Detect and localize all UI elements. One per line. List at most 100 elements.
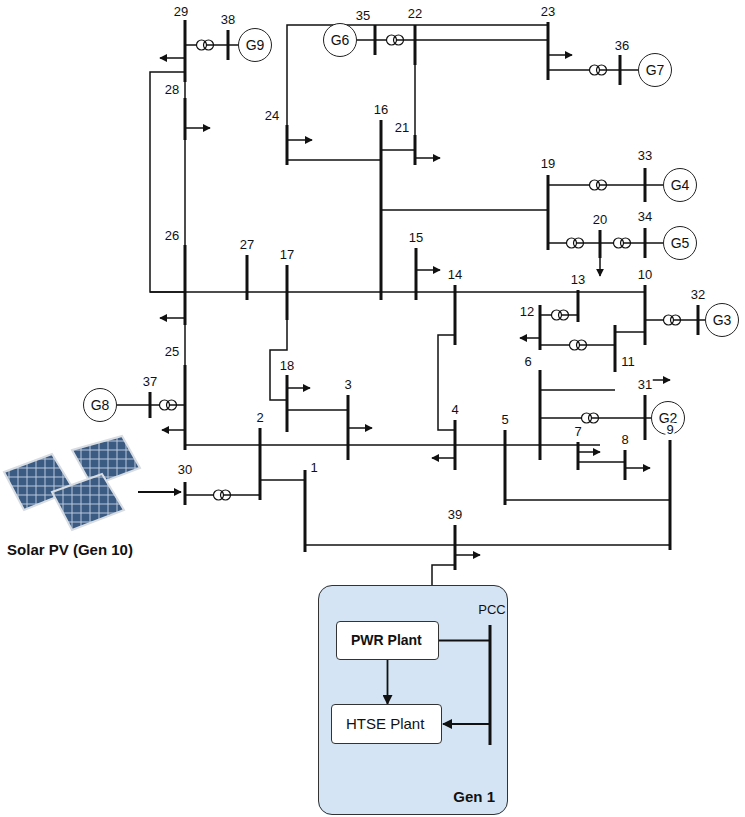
bus-number: 14 (447, 268, 463, 283)
load-arrow (348, 427, 372, 429)
bus-number: 26 (164, 229, 180, 244)
bus-number: 28 (164, 83, 180, 98)
load-arrow (578, 451, 600, 453)
transformer-symbol (387, 35, 404, 45)
solar-feed-arrow (138, 491, 181, 493)
line (117, 404, 185, 406)
bus-number: 27 (239, 238, 255, 253)
bus-number: 37 (142, 375, 158, 390)
line (184, 140, 186, 245)
bus-number: 21 (394, 121, 410, 136)
bus-number: 7 (573, 425, 582, 440)
load-arrow (520, 337, 540, 339)
transformer-symbol (567, 238, 584, 248)
line (578, 461, 625, 463)
bus-number: 39 (447, 508, 463, 523)
line (150, 291, 645, 293)
plant-area-fill (318, 585, 508, 815)
bus-bar (624, 450, 627, 480)
line (150, 72, 185, 292)
bus-bar (454, 525, 457, 570)
bus-bar (454, 285, 457, 345)
gen-circle: G5 (663, 226, 697, 260)
bus-number: 24 (264, 109, 280, 124)
bus-number: 16 (373, 103, 389, 118)
bus-number: 38 (220, 13, 236, 28)
line (540, 417, 651, 419)
plant-box: PWR Plant (336, 621, 439, 660)
bus-bar (286, 125, 289, 165)
gen-circle: G6 (323, 23, 357, 57)
load-arrow (432, 457, 455, 459)
flow-arrow (439, 641, 490, 725)
load-arrow (455, 554, 480, 556)
transformer-symbol (664, 315, 681, 325)
bus-bar (539, 370, 542, 460)
line (415, 39, 548, 41)
node-label: G7 (646, 62, 665, 79)
bus-number: 13 (570, 273, 586, 288)
bus-bar (539, 305, 542, 350)
bus-number: 1 (309, 461, 318, 476)
line (505, 499, 670, 501)
node-label: G6 (331, 32, 350, 49)
bus-number: 6 (523, 355, 532, 370)
transformers (160, 35, 681, 500)
bus-number: 11 (620, 355, 636, 370)
line (185, 44, 238, 46)
bus-bars (150, 20, 698, 745)
node-label: G5 (671, 235, 690, 252)
bus-bar (547, 22, 550, 80)
node-label: G4 (671, 177, 690, 194)
bus-number: 3 (343, 378, 352, 393)
bus-bar (304, 470, 307, 552)
load-arrow (625, 467, 650, 469)
bus-number: 9 (665, 423, 674, 438)
line (184, 325, 186, 365)
bus-number: 23 (540, 5, 556, 20)
bus-number: 8 (620, 433, 629, 448)
bus-bar (286, 375, 289, 432)
bus-bar (246, 255, 249, 300)
transformer-symbol (552, 310, 569, 320)
bus-number: 19 (540, 157, 556, 172)
node-label: Gen 1 (453, 788, 495, 806)
line (540, 389, 615, 391)
bus-bar (504, 430, 507, 505)
line (414, 65, 416, 135)
load-arrow (599, 258, 601, 276)
load-arrow (160, 317, 185, 319)
transformer-symbol (590, 180, 607, 190)
load-arrow (160, 57, 185, 59)
solar-panel (72, 436, 140, 486)
plant-box: HTSE Plant (331, 704, 442, 744)
load-arrow (287, 387, 310, 389)
node-label: HTSE Plant (346, 715, 424, 732)
bus-number: 35 (355, 9, 371, 24)
line (287, 409, 348, 411)
gen-circle: G8 (83, 388, 117, 422)
solar-panel-picture (4, 436, 140, 530)
transformer-symbol (590, 65, 607, 75)
line (615, 331, 645, 333)
bus-bar (184, 482, 187, 505)
bus-bar (259, 428, 262, 500)
line (381, 149, 415, 151)
line (185, 444, 600, 446)
load-arrow (548, 54, 572, 56)
load-arrow (416, 269, 440, 271)
transformer-symbol (160, 400, 177, 410)
gen-circle: G4 (663, 168, 697, 202)
group-box: Gen 1 PWR PlantHTSE Plant (318, 585, 508, 815)
bus-number: 32 (690, 288, 706, 303)
line (381, 209, 548, 211)
bus-number: 36 (614, 39, 630, 54)
bus-label: PCC (477, 603, 506, 618)
bus-number: 2 (255, 411, 264, 426)
transformer-symbol (214, 490, 231, 500)
bus-number: 25 (164, 345, 180, 360)
line (432, 565, 455, 585)
bus-number: 30 (177, 463, 193, 478)
loads (160, 55, 670, 555)
bus-bar (577, 290, 580, 322)
